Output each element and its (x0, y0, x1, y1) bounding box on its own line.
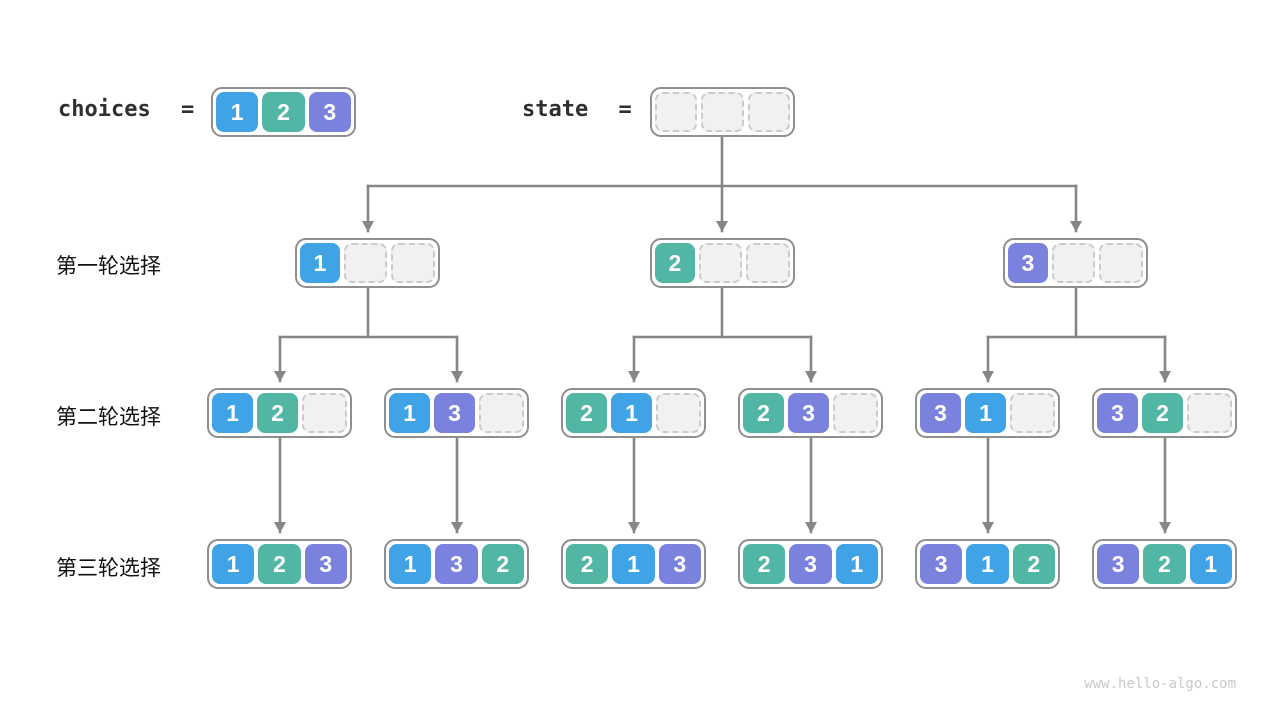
array-cell: 2 (655, 243, 695, 283)
array-cell: 1 (966, 544, 1009, 584)
choices-label: choices = (58, 97, 194, 122)
state-label: state = (522, 97, 632, 122)
array-cell: 3 (435, 544, 478, 584)
array-box-round2-3: 2 1 (561, 388, 706, 438)
array-cell: 1 (216, 92, 259, 132)
array-box-round3-1: 1 2 3 (207, 539, 352, 589)
array-cell: 2 (257, 393, 298, 433)
array-cell (1051, 243, 1096, 283)
array-cell: 3 (308, 92, 351, 132)
array-cell: 2 (566, 393, 607, 433)
array-cell (479, 393, 524, 433)
array-cell: 1 (965, 393, 1006, 433)
array-cell: 3 (789, 544, 832, 584)
array-cell: 1 (212, 393, 253, 433)
array-cell (1010, 393, 1055, 433)
array-cell (656, 393, 701, 433)
array-cell: 2 (1012, 544, 1055, 584)
array-cell: 3 (920, 393, 961, 433)
round-1-label: 第一轮选择 (56, 255, 161, 278)
array-box-round1-3: 3 (1003, 238, 1148, 288)
watermark: www.hello-algo.com (1084, 676, 1236, 692)
array-cell: 2 (743, 544, 786, 584)
array-box-round2-2: 1 3 (384, 388, 529, 438)
array-cell: 1 (389, 544, 432, 584)
round-2-label: 第二轮选择 (56, 406, 161, 429)
array-box-round2-6: 3 2 (1092, 388, 1237, 438)
array-cell (698, 243, 743, 283)
array-cell: 1 (212, 544, 255, 584)
array-cell (747, 92, 790, 132)
array-cell: 2 (1142, 393, 1183, 433)
array-cell: 2 (258, 544, 301, 584)
array-cell: 2 (481, 544, 524, 584)
array-cell: 1 (300, 243, 340, 283)
state-equals-sign: = (618, 97, 632, 122)
array-box-round2-1: 1 2 (207, 388, 352, 438)
array-cell (655, 92, 698, 132)
array-cell (1187, 393, 1232, 433)
array-cell: 1 (1189, 544, 1232, 584)
array-box-round2-5: 3 1 (915, 388, 1060, 438)
array-cell: 3 (788, 393, 829, 433)
array-cell: 3 (920, 544, 963, 584)
array-cell: 3 (304, 544, 347, 584)
array-box-round3-5: 3 1 2 (915, 539, 1060, 589)
array-box-round1-2: 2 (650, 238, 795, 288)
array-cell (701, 92, 744, 132)
array-cell: 3 (658, 544, 701, 584)
choices-equals-sign: = (180, 97, 195, 122)
array-box-round2-4: 2 3 (738, 388, 883, 438)
array-cell (302, 393, 347, 433)
state-array-box (650, 87, 795, 137)
array-cell (391, 243, 436, 283)
array-cell: 2 (1143, 544, 1186, 584)
array-cell (833, 393, 878, 433)
array-cell (1099, 243, 1144, 283)
array-cell: 1 (611, 393, 652, 433)
array-box-round3-4: 2 3 1 (738, 539, 883, 589)
array-box-round1-1: 1 (295, 238, 440, 288)
array-cell: 1 (612, 544, 655, 584)
choices-label-text: choices (58, 97, 151, 122)
array-cell (746, 243, 791, 283)
array-cell (343, 243, 388, 283)
state-label-text: state (522, 97, 589, 122)
array-cell: 3 (434, 393, 475, 433)
array-cell: 1 (835, 544, 878, 584)
array-cell: 3 (1097, 544, 1140, 584)
array-box-round3-2: 1 3 2 (384, 539, 529, 589)
array-box-round3-6: 3 2 1 (1092, 539, 1237, 589)
array-cell: 2 (566, 544, 609, 584)
array-cell: 1 (389, 393, 430, 433)
array-cell: 2 (743, 393, 784, 433)
array-cell: 3 (1008, 243, 1048, 283)
array-cell: 3 (1097, 393, 1138, 433)
array-box-round3-3: 2 1 3 (561, 539, 706, 589)
choices-array-box: 1 2 3 (211, 87, 356, 137)
array-cell: 2 (262, 92, 305, 132)
round-3-label: 第三轮选择 (56, 557, 161, 580)
